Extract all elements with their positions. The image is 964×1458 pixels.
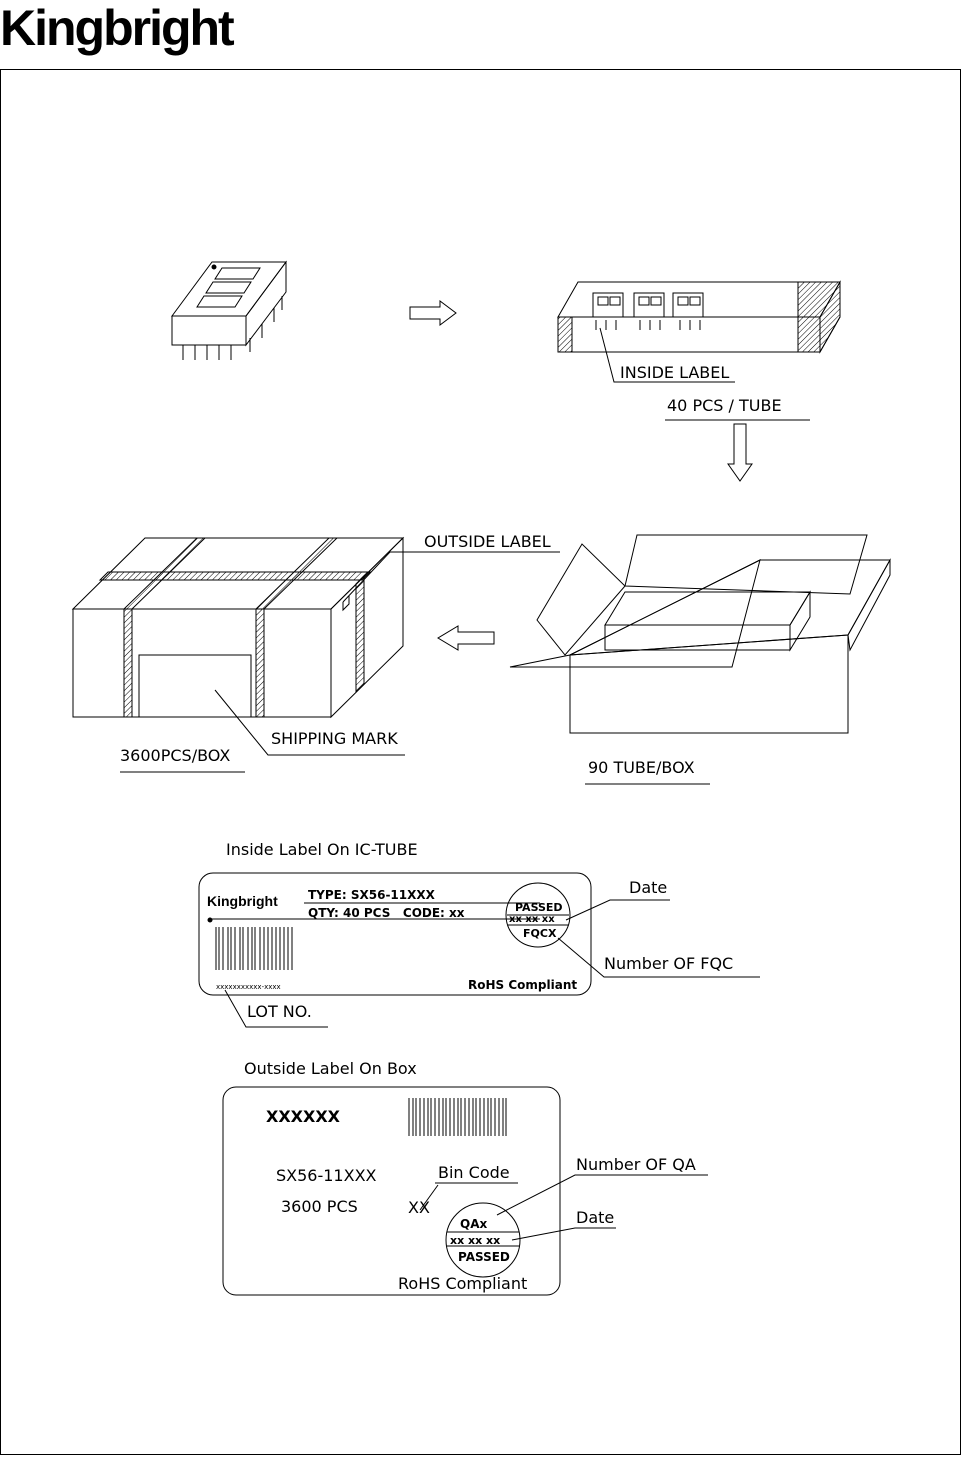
box-quantity: 3600PCS/BOX [120, 746, 231, 765]
open-box-illustration [509, 534, 891, 734]
tube-per-box: 90 TUBE/BOX [588, 758, 695, 777]
closed-box-illustration [71, 536, 560, 773]
outside-label-part: SX56-11XXX [276, 1166, 377, 1185]
kingbright-logo: Kingbright [0, 0, 235, 56]
outside-label-passed: PASSED [458, 1250, 510, 1264]
arrow-left-icon [437, 625, 495, 651]
inside-label-fqc-code: FQCX [523, 927, 557, 940]
outside-label-callout: OUTSIDE LABEL [424, 532, 551, 551]
inside-label-fqc-callout: Number OF FQC [604, 954, 734, 973]
inside-label-lot-callout: LOT NO. [247, 1002, 312, 1021]
outside-label-code: XXXXXX [266, 1107, 341, 1126]
inside-label-callout: INSIDE LABEL [620, 363, 730, 382]
outside-label-date-callout: Date [576, 1208, 615, 1227]
shipping-mark-callout: SHIPPING MARK [271, 729, 398, 748]
outside-label-rohs: RoHS Compliant [398, 1274, 528, 1293]
inside-label-brand: Kingbright [207, 893, 278, 909]
tube-quantity: 40 PCS / TUBE [667, 396, 782, 415]
inside-label-title: Inside Label On IC-TUBE [226, 840, 418, 859]
seven-segment-display-illustration [171, 260, 287, 360]
inside-label-rohs: RoHS Compliant [468, 978, 578, 992]
outside-label-qty: 3600 PCS [281, 1197, 358, 1216]
inside-label-passed: PASSED [515, 901, 563, 914]
outside-label-bin-callout: Bin Code [438, 1163, 510, 1182]
outside-label-qa-callout: Number OF QA [576, 1155, 696, 1174]
outside-label-date-code: xx xx xx [450, 1234, 501, 1247]
inside-label-lot-code: xxxxxxxxxxx-xxxx [216, 983, 281, 991]
arrow-right-icon [409, 300, 457, 326]
inside-label-card [198, 872, 760, 1028]
page-frame [0, 69, 961, 1455]
inside-label-qty: QTY: 40 PCS CODE: xx [308, 906, 465, 920]
inside-label-date-callout: Date [629, 878, 668, 897]
outside-label-qa-code: QAx [460, 1217, 488, 1231]
outside-label-title: Outside Label On Box [244, 1059, 417, 1078]
ic-tube-illustration [557, 280, 841, 383]
arrow-down-icon [727, 423, 753, 482]
outside-label-card [222, 1086, 708, 1296]
outside-label-bin-value: XX [408, 1198, 430, 1217]
inside-label-type: TYPE: SX56-11XXX [308, 888, 435, 902]
inside-label-date-code: xx xx xx [509, 914, 555, 925]
